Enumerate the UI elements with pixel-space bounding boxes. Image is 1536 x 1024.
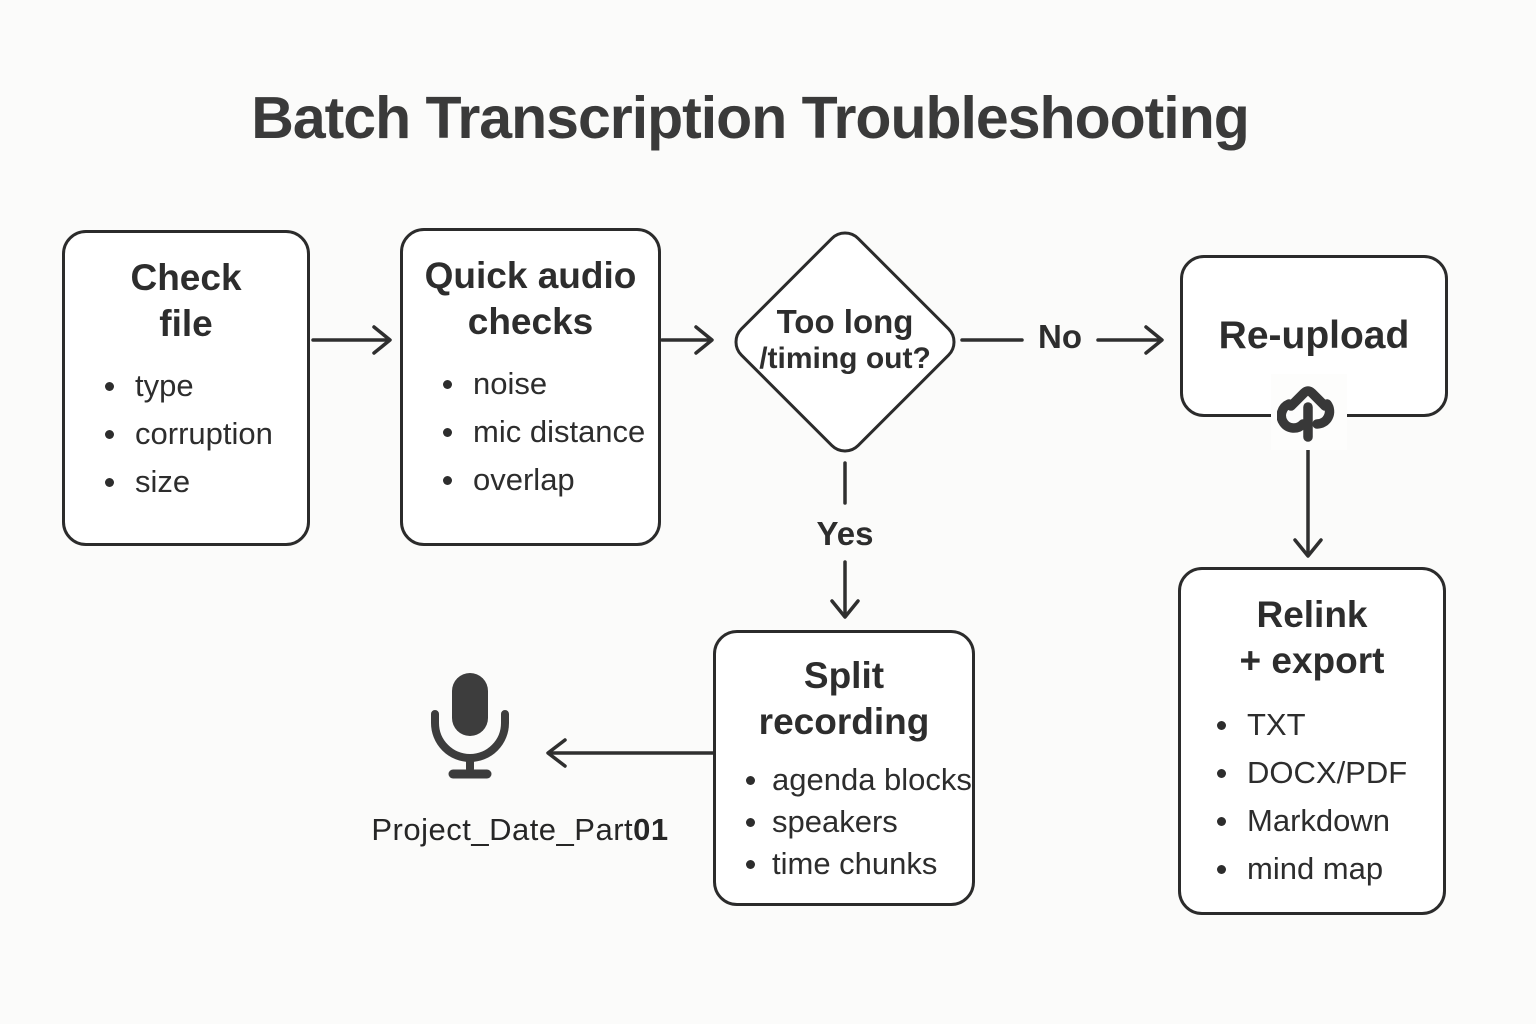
output-file-label: Project_Date_Part01	[371, 812, 669, 847]
node-title: Quick audio checks	[424, 255, 637, 342]
node-check-file: Check file type corruption size	[62, 230, 310, 546]
arrowhead-down	[830, 599, 860, 619]
bullet-dot	[746, 775, 755, 785]
bullet-dot	[105, 429, 114, 439]
node-quick-audio-checks: Quick audio checks noise mic distance ov…	[400, 228, 661, 546]
bullet-item: time chunks	[746, 843, 972, 885]
bullet-item: size	[105, 458, 307, 506]
bullet-list: noise mic distance overlap	[403, 360, 658, 504]
bullet-dot	[443, 475, 452, 485]
arrowhead-right	[694, 325, 714, 355]
bullet-item: mind map	[1217, 845, 1443, 893]
bullet-list: agenda blocks speakers time chunks	[716, 759, 972, 885]
arrowhead-down	[1293, 538, 1323, 558]
bullet-list: TXT DOCX/PDF Markdown mind map	[1181, 701, 1443, 893]
bullet-item: corruption	[105, 410, 307, 458]
bullet-dot	[746, 859, 755, 869]
node-split-recording: Split recording agenda blocks speakers t…	[713, 630, 975, 906]
arrowhead-right	[372, 325, 392, 355]
bullet-item: noise	[443, 360, 658, 408]
arrowhead-right	[1144, 325, 1164, 355]
bullet-dot	[746, 817, 755, 827]
bullet-dot	[1217, 768, 1226, 778]
edge-label-no: No	[1038, 318, 1082, 355]
arrowhead-left	[546, 738, 567, 768]
bullet-dot	[1217, 816, 1226, 826]
bullet-item: type	[105, 362, 307, 410]
page-title: Batch Transcription Troubleshooting	[251, 85, 1250, 151]
edge-label-yes: Yes	[816, 515, 874, 552]
bullet-dot	[105, 477, 114, 487]
bullet-item: DOCX/PDF	[1217, 749, 1443, 797]
bullet-item: mic distance	[443, 408, 658, 456]
microphone-icon	[425, 668, 515, 791]
bullet-list: type corruption size	[65, 362, 307, 506]
bullet-item: TXT	[1217, 701, 1443, 749]
cloud-upload-icon	[1271, 374, 1347, 450]
bullet-item: Markdown	[1217, 797, 1443, 845]
bullet-dot	[443, 427, 452, 437]
bullet-item: agenda blocks	[746, 759, 972, 801]
node-title: Check file	[130, 257, 242, 344]
bullet-dot	[105, 381, 114, 391]
node-relink-export: Relink + export TXT DOCX/PDF Markdown mi…	[1178, 567, 1446, 915]
bullet-item: speakers	[746, 801, 972, 843]
node-title: Relink + export	[1239, 594, 1385, 681]
decision-text: Too long /timing out?	[759, 303, 931, 375]
bullet-dot	[1217, 720, 1226, 730]
node-title: Split recording	[758, 655, 930, 742]
bullet-dot	[1217, 864, 1226, 874]
bullet-dot	[443, 379, 452, 389]
bullet-item: overlap	[443, 456, 658, 504]
